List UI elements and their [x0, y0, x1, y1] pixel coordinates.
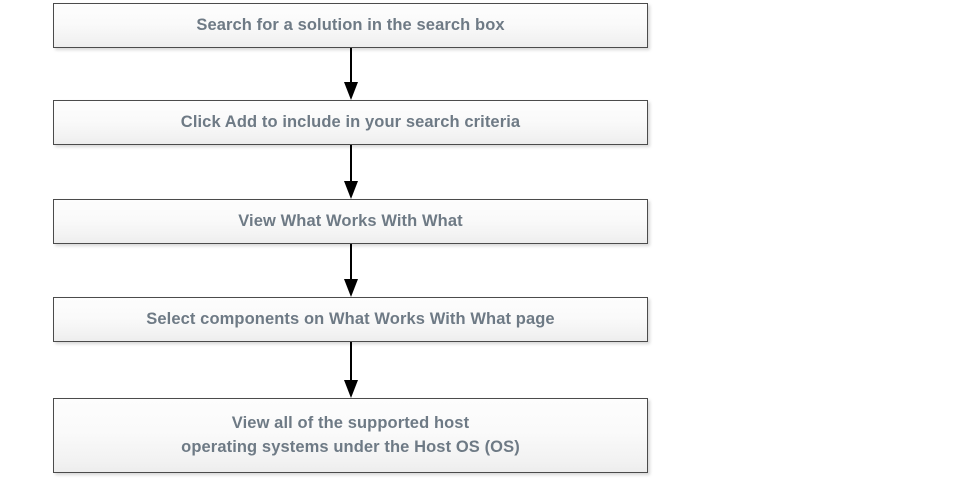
arrow-shaft — [350, 145, 352, 183]
flowchart-node-step-3: View What Works With What — [53, 199, 648, 244]
arrow-head — [344, 181, 358, 199]
flowchart-node-step-5: View all of the supported host operating… — [53, 398, 648, 473]
flowchart-node-step-1: Search for a solution in the search box — [53, 3, 648, 48]
down-arrow-icon — [344, 48, 358, 100]
flowchart-node-step-4: Select components on What Works With Wha… — [53, 297, 648, 342]
flowchart-node-label: Search for a solution in the search box — [196, 15, 505, 34]
arrow-shaft — [350, 342, 352, 382]
arrow-head — [344, 279, 358, 297]
down-arrow-icon — [344, 244, 358, 297]
down-arrow-icon — [344, 145, 358, 199]
flowchart-node-label: Click Add to include in your search crit… — [180, 112, 521, 131]
flowchart-node-label: View What Works With What — [238, 211, 463, 230]
arrow-head — [344, 380, 358, 398]
flowchart-node-label: Select components on What Works With Wha… — [146, 309, 555, 328]
flowchart-node-label: View all of the supported host operating… — [181, 413, 520, 456]
arrow-head — [344, 82, 358, 100]
down-arrow-icon — [344, 342, 358, 398]
flowchart-node-step-2: Click Add to include in your search crit… — [53, 100, 648, 145]
arrow-shaft — [350, 244, 352, 281]
arrow-shaft — [350, 48, 352, 84]
